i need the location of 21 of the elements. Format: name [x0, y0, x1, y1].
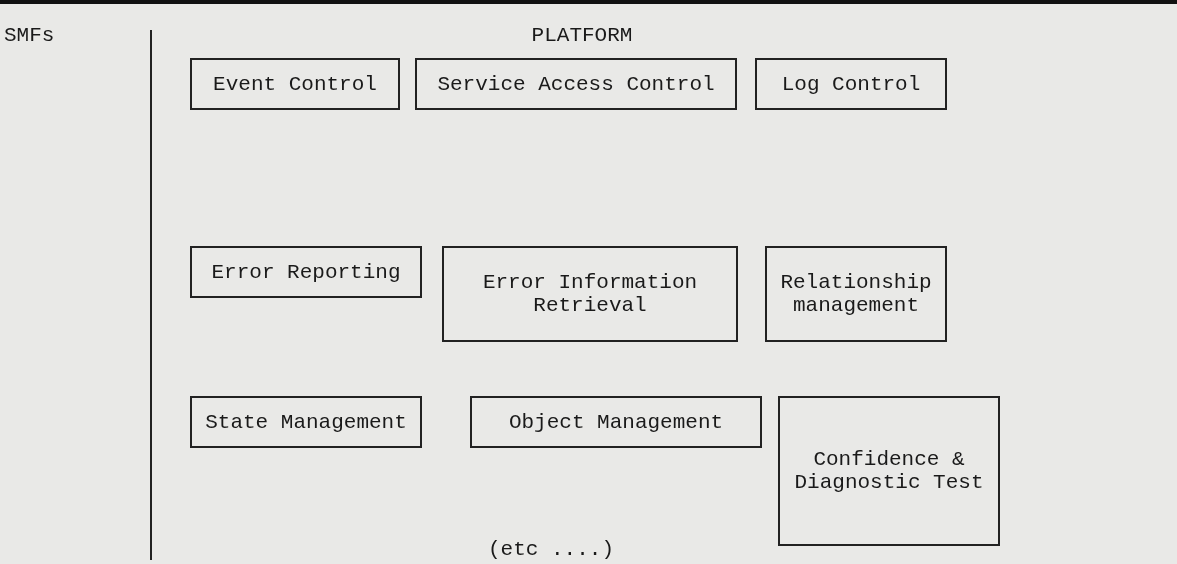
box-label: Event Control — [213, 72, 377, 96]
function-box — [755, 58, 947, 110]
box-label: Relationship management — [779, 271, 933, 317]
function-box — [190, 396, 422, 448]
continuation-note: (etc ....) — [488, 538, 615, 561]
function-box — [765, 246, 947, 342]
function-box — [190, 246, 422, 298]
function-box — [190, 58, 400, 110]
box-label: Error Information Retrieval — [481, 271, 699, 317]
box-label: Service Access Control — [437, 72, 715, 96]
function-box — [778, 396, 1000, 546]
box-label: State Management — [205, 410, 407, 434]
box-label: Object Management — [508, 410, 724, 434]
side-heading: SMFs — [4, 24, 55, 47]
function-box — [442, 246, 738, 342]
box-label: Log Control — [781, 72, 921, 96]
function-box — [415, 58, 737, 110]
function-box — [470, 396, 762, 448]
box-label: Error Reporting — [211, 260, 401, 284]
platform-heading: PLATFORM — [531, 24, 633, 47]
box-label: Confidence & Diagnostic Test — [793, 448, 985, 494]
